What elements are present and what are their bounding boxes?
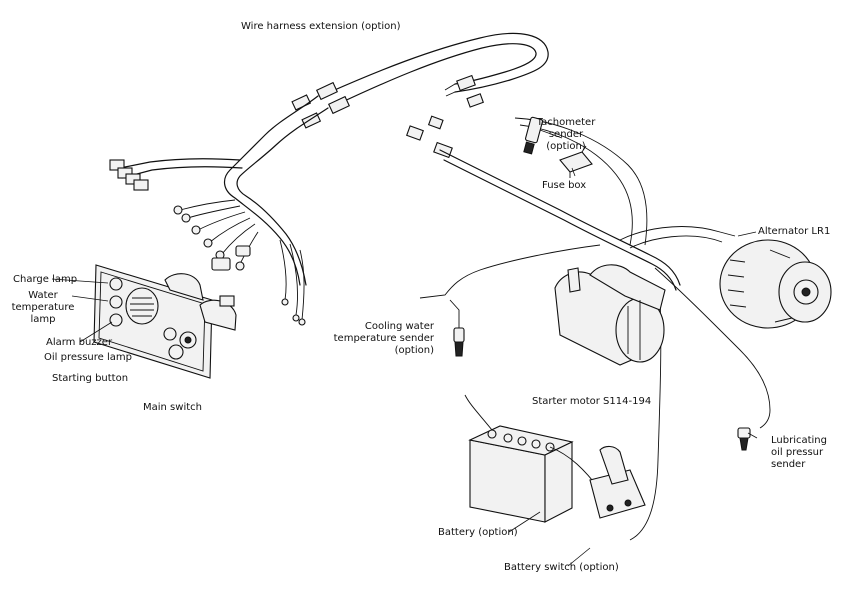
label-battery: Battery (option): [438, 527, 518, 538]
battery: [464, 394, 601, 523]
harness-connectors: [291, 74, 484, 159]
tachometer-sender: [523, 116, 544, 155]
harness-extension-tube: [329, 32, 549, 105]
label-tachometer-sender: Tachometer sender (option): [530, 117, 602, 153]
label-tachometer-sender-line3: (option): [546, 141, 586, 152]
label-cooling-water-line3: (option): [394, 345, 434, 356]
label-cooling-water-line1: Cooling water: [364, 321, 434, 332]
label-cooling-water-line2: temperature sender: [333, 333, 434, 344]
label-tachometer-sender-line1: Tachometer: [536, 117, 596, 128]
label-lubricating-line3: sender: [771, 459, 806, 470]
right-harness: [419, 117, 771, 541]
cooling-water-sender: [449, 299, 465, 357]
lubricating-oil-sender: [737, 427, 751, 451]
label-starter-motor: Starter motor S114-194: [532, 396, 652, 407]
left-harness: [109, 95, 329, 326]
label-water-temperature-lamp: Water temperature lamp: [8, 290, 78, 326]
battery-switch: [589, 445, 646, 519]
label-lubricating-line2: oil pressur: [771, 447, 824, 458]
alternator: [719, 239, 832, 329]
label-wire-harness-extension: Wire harness extension (option): [241, 21, 401, 32]
label-water-temperature-line3: lamp: [30, 314, 56, 325]
label-cooling-water-sender: Cooling water temperature sender (option…: [330, 321, 434, 357]
label-starting-button: Starting button: [52, 373, 129, 384]
label-battery-switch: Battery switch (option): [504, 562, 619, 573]
label-oil-pressure-lamp: Oil pressure lamp: [44, 352, 132, 363]
label-main-switch: Main switch: [143, 402, 202, 413]
instrument-panel: [93, 264, 237, 379]
label-water-temperature-line2: temperature: [11, 302, 75, 313]
label-tachometer-sender-line2: sender: [548, 129, 584, 140]
label-fuse-box: Fuse box: [542, 180, 587, 191]
label-alarm-buzzer: Alarm buzzer: [46, 337, 113, 348]
leader-lines: [51, 129, 758, 567]
label-charge-lamp: Charge lamp: [13, 274, 78, 285]
fuse-box: [559, 145, 593, 178]
label-alternator: Alternator LR1: [758, 226, 831, 237]
starter-motor: [554, 264, 666, 366]
label-lubricating-line1: Lubricating: [771, 435, 827, 446]
label-lubricating-oil-sender: Lubricating oil pressur sender: [771, 435, 827, 471]
label-water-temperature-line1: Water: [28, 290, 58, 301]
